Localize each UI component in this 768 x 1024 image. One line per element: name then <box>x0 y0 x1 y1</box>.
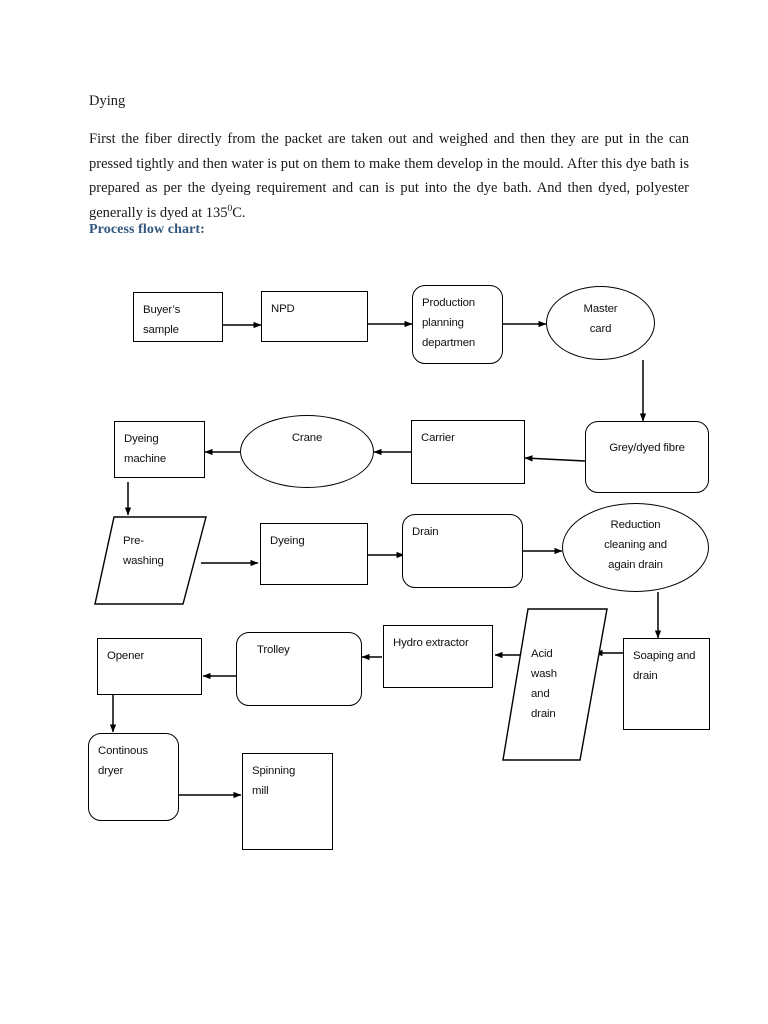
node-dyeing-machine[interactable]: Dyeing machine <box>114 421 205 478</box>
page-title: Dying <box>89 93 126 109</box>
node-npd-label: NPD <box>271 303 295 315</box>
node-grey-dyed-fibre-label: Grey/dyed fibre <box>609 442 685 454</box>
node-continous-dryer[interactable]: Continous dryer <box>88 733 179 821</box>
node-soaping-and-drain[interactable]: Soaping and drain <box>623 638 710 730</box>
node-hydro-extractor-label: Hydro extractor <box>393 637 469 649</box>
node-opener[interactable]: Opener <box>97 638 202 695</box>
node-carrier-label: Carrier <box>421 432 455 444</box>
node-buyers-sample-label: Buyer’s sample <box>143 304 181 336</box>
node-crane-label: Crane <box>291 432 323 444</box>
node-grey-dyed-fibre[interactable]: Grey/dyed fibre <box>585 421 709 493</box>
node-spinning-mill[interactable]: Spinning mill <box>242 753 333 850</box>
node-dyeing-machine-label: Dyeing machine <box>124 433 167 465</box>
node-soaping-and-drain-label: Soaping and drain <box>633 650 696 682</box>
node-production-planning-department[interactable]: Production planning departmen <box>412 285 503 364</box>
degree-superscript: 0 <box>227 203 233 214</box>
node-buyers-sample[interactable]: Buyer’s sample <box>133 292 223 342</box>
node-dyeing[interactable]: Dyeing <box>260 523 368 585</box>
node-drain-label: Drain <box>412 526 439 538</box>
node-reduction-cleaning-again-drain-label: Reduction cleaning and again drain <box>604 519 667 571</box>
node-master-card-label: Master card <box>583 303 618 335</box>
node-drain[interactable]: Drain <box>402 514 523 588</box>
node-npd[interactable]: NPD <box>261 291 368 342</box>
node-dyeing-label: Dyeing <box>270 535 305 547</box>
body-paragraph: First the fiber directly from the packet… <box>89 127 689 225</box>
node-carrier[interactable]: Carrier <box>411 420 525 484</box>
node-crane[interactable]: Crane <box>240 415 374 488</box>
paragraph-text-part1: First the fiber directly from the packet… <box>89 131 689 221</box>
node-master-card[interactable]: Master card <box>546 286 655 360</box>
node-production-planning-department-label: Production planning departmen <box>422 297 476 349</box>
node-spinning-mill-label: Spinning mill <box>252 765 296 797</box>
node-opener-label: Opener <box>107 650 145 662</box>
node-reduction-cleaning-again-drain[interactable]: Reduction cleaning and again drain <box>562 503 709 592</box>
node-continous-dryer-label: Continous dryer <box>98 745 148 777</box>
node-acid-wash-and-drain-label: Acid wash and drain <box>531 648 557 720</box>
node-trolley[interactable]: Trolley <box>236 632 362 706</box>
node-trolley-label: Trolley <box>257 644 290 656</box>
paragraph-text-part2: C. <box>232 204 246 221</box>
section-title-process-flow-chart: Process flow chart: <box>89 222 205 237</box>
node-hydro-extractor[interactable]: Hydro extractor <box>383 625 493 688</box>
document-text-block: Dying First the fiber directly from the … <box>89 92 689 225</box>
node-pre-washing-label: Pre- washing <box>123 535 164 567</box>
